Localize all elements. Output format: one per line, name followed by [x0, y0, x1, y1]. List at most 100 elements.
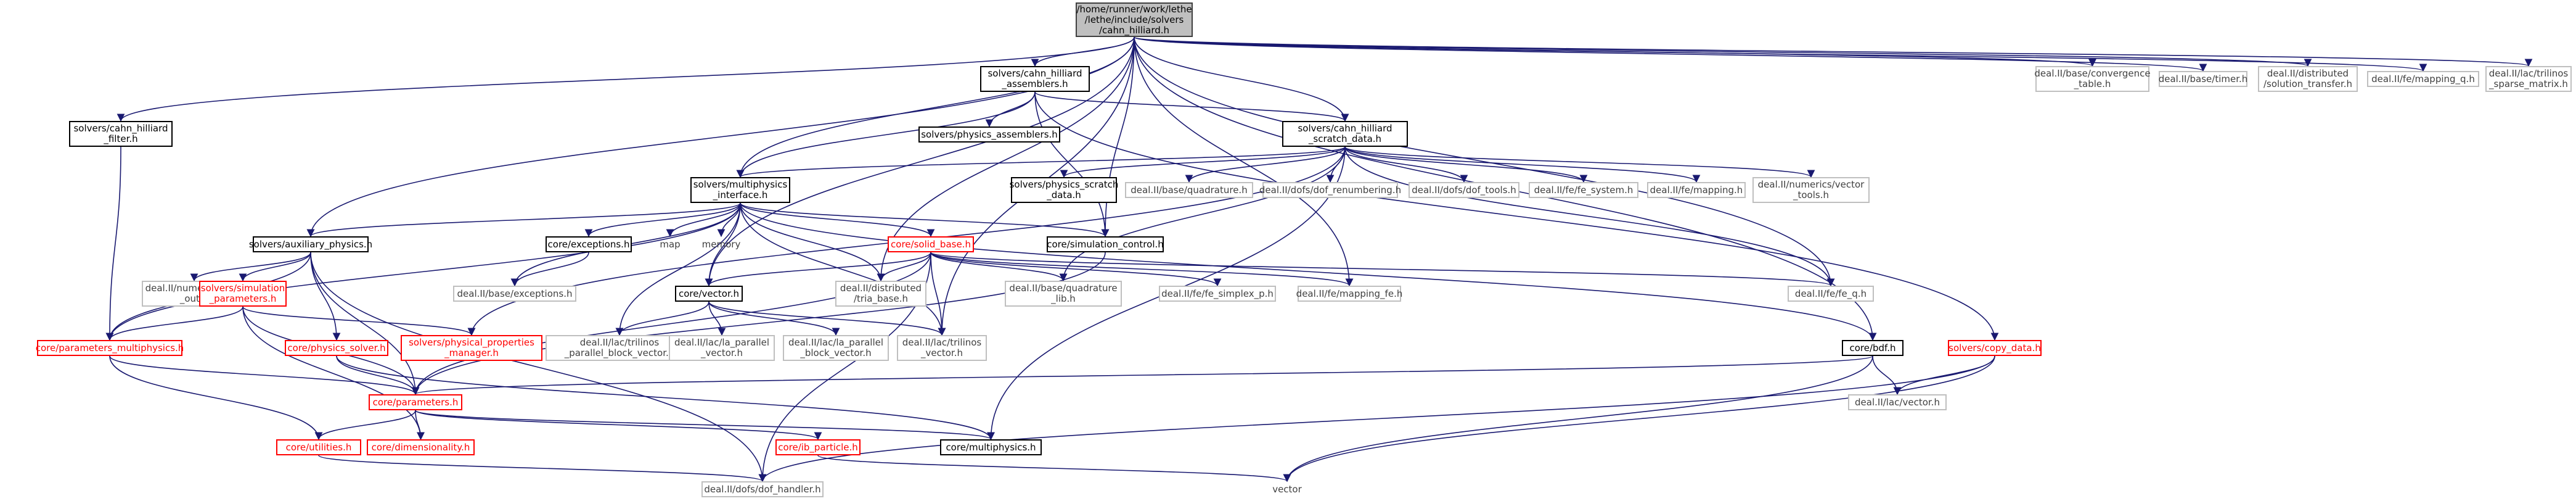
node-copy-data[interactable]: solvers/copy_data.h	[1948, 340, 2042, 356]
node-base-exceptions: deal.II/base/exceptions.h	[453, 286, 576, 302]
edge-solid_base-to-fe_q	[930, 252, 1834, 287]
edge-parameters-to-utilities	[314, 410, 416, 441]
node-vector-tools: deal.II/numerics/vector _tools.h	[1752, 177, 1870, 203]
node-ib-particle[interactable]: core/ib_particle.h	[775, 439, 861, 455]
node-core-multiphysics[interactable]: core/multiphysics.h	[940, 439, 1042, 455]
edge-ch_assemblers-to-copy_data	[1034, 91, 1999, 341]
edge-ch_scratch-to-physics_scratch	[1060, 146, 1346, 178]
node-lac-vector: deal.II/lac/vector.h	[1848, 394, 1947, 410]
edge-physics_solver-to-multiphysics	[336, 355, 995, 441]
node-multiphysics-interface[interactable]: solvers/multiphysics _interface.h	[690, 177, 790, 203]
node-core-bdf[interactable]: core/bdf.h	[1842, 340, 1903, 356]
edge-ch_scratch-to-vector_tools	[1344, 146, 1815, 178]
edge-bdf-to-vector	[1283, 355, 1873, 482]
node-vector: vector	[1272, 483, 1302, 495]
node-core-vector[interactable]: core/vector.h	[675, 286, 743, 302]
node-la-parallel-block-vector: deal.II/lac/la_parallel _block_vector.h	[783, 335, 889, 361]
edge-root-to-ch_assemblers	[1031, 36, 1135, 67]
node-mapping-q: deal.II/fe/mapping_q.h	[2367, 71, 2479, 87]
edge-multiphysics_interface-to-tria_base	[740, 202, 885, 282]
edge-root-to-core_vector	[705, 36, 1135, 287]
node-base-quadrature: deal.II/base/quadrature.h	[1125, 182, 1253, 198]
edge-root-to-tria_base	[877, 36, 1135, 282]
node-la-parallel-vector: deal.II/lac/la_parallel _vector.h	[669, 335, 775, 361]
node-dof-renumbering: deal.II/dofs/dof_renumbering.h	[1259, 182, 1401, 198]
edge-core_vector-to-la_parallel_block_vector	[708, 301, 840, 336]
edge-solid_base-to-mapping_fe	[930, 252, 1354, 287]
node-core-dimensionality[interactable]: core/dimensionality.h	[367, 439, 475, 455]
node-auxiliary-physics[interactable]: solvers/auxiliary_physics.h	[249, 236, 372, 252]
node-simulation-parameters[interactable]: solvers/simulation _parameters.h	[199, 281, 287, 307]
node-core-exceptions[interactable]: core/exceptions.h	[546, 236, 632, 252]
edge-multiphysics_interface-to-auxiliary_physics	[306, 202, 741, 238]
edge-auxiliary_physics-to-parameters	[310, 252, 420, 395]
edge-root-to-mapping_q	[1134, 36, 2427, 72]
edge-core_vector-to-trilinos_vector	[708, 301, 946, 336]
edge-ch_filter-to-parameters_multiphysics	[105, 146, 121, 341]
edge-parameters_multiphysics-to-utilities	[109, 355, 323, 441]
edge-root-to-simulation_control	[1101, 36, 1135, 238]
node-fe-simplex-p: deal.II/fe/fe_simplex_p.h	[1159, 286, 1276, 302]
edge-multiphysics_interface-to-map	[666, 202, 741, 238]
edge-ch_scratch-to-fe_q	[1344, 146, 1835, 287]
node-solid-base[interactable]: core/solid_base.h	[888, 236, 974, 252]
edge-simulation_parameters-to-physical_properties_manager	[242, 306, 476, 336]
edge-parameters_multiphysics-to-parameters	[109, 355, 420, 395]
edge-bdf-to-parameters	[412, 355, 1873, 395]
edge-ib_particle-to-vector	[817, 455, 1291, 482]
node-memory: memory	[701, 238, 741, 250]
edge-root-to-timer	[1134, 36, 2207, 72]
edge-parameters-to-ib_particle	[415, 410, 822, 441]
node-timer: deal.II/base/timer.h	[2159, 71, 2247, 87]
node-cahn-hilliard-filter[interactable]: solvers/cahn_hilliard _filter.h	[69, 121, 173, 147]
edge-auxiliary_physics-to-simulation_parameters	[239, 252, 311, 282]
node-simulation-control[interactable]: core/simulation_control.h	[1047, 236, 1164, 252]
edge-ch_assemblers-to-simulation_control	[1034, 91, 1110, 238]
node-cahn-hilliard-scratch-data[interactable]: solvers/cahn_hilliard _scratch_data.h	[1282, 121, 1408, 147]
edge-ch_scratch-to-mapping	[1344, 146, 1701, 183]
edge-copy_data-to-dof_handler	[758, 355, 1995, 482]
node-physics-scratch-data[interactable]: solvers/physics_scratch _data.h	[1010, 177, 1118, 203]
edge-ch_scratch-to-multiphysics_interface	[737, 146, 1346, 178]
edge-exceptions-to-base_exceptions	[510, 252, 589, 287]
edge-simulation_control-to-parameters	[411, 252, 1106, 395]
edge-ch_assemblers-to-ch_scratch	[1034, 91, 1349, 122]
edge-parameters-to-dimensionality	[415, 410, 425, 441]
edge-solid_base-to-core_vector	[705, 252, 931, 287]
edge-ch_scratch-to-quadrature_lib	[1059, 146, 1346, 282]
edge-core_vector-to-la_parallel_vector	[708, 301, 726, 336]
edge-multiphysics_interface-to-parallel_block_vector	[615, 202, 741, 336]
node-dof-tools: deal.II/dofs/dof_tools.h	[1409, 182, 1519, 198]
node-core-utilities[interactable]: core/utilities.h	[276, 439, 361, 455]
node-physics-solver[interactable]: core/physics_solver.h	[285, 340, 388, 356]
node-parameters-multiphysics[interactable]: core/parameters_multiphysics.h	[36, 340, 184, 356]
edge-simulation_parameters-to-dimensionality	[242, 306, 425, 441]
edge-ch_assemblers-to-physics_assemblers	[985, 91, 1036, 128]
node-fe-mapping: deal.II/fe/mapping.h	[1647, 182, 1746, 198]
node-trilinos-sparse-matrix: deal.II/lac/trilinos _sparse_matrix.h	[2485, 66, 2572, 92]
edge-solid_base-to-trilinos_vector	[930, 252, 946, 336]
edge-root-to-sparse_matrix	[1134, 36, 2532, 67]
edge-copy_data-to-vector	[1283, 355, 1995, 482]
edge-auxiliary_physics-to-data_out	[190, 252, 311, 282]
node-mapping-fe: deal.II/fe/mapping_fe.h	[1296, 286, 1402, 302]
node-fe-q: deal.II/fe/fe_q.h	[1788, 286, 1874, 302]
edge-multiphysics_interface-to-parameters_multiphysics	[105, 202, 741, 341]
node-cahn-hilliard-assemblers[interactable]: solvers/cahn_hilliard _assemblers.h	[980, 66, 1090, 92]
edge-ch_scratch-to-quadrature	[1185, 146, 1346, 183]
edge-multiphysics_interface-to-trilinos_vector	[740, 202, 946, 336]
edge-ch_assemblers-to-multiphysics_interface	[736, 91, 1036, 178]
edge-ch_scratch-to-dof_tools	[1344, 146, 1468, 183]
node-quadrature-lib: deal.II/base/quadrature _lib.h	[1005, 281, 1122, 307]
edge-bdf-to-lac_vector	[1872, 355, 1902, 395]
edge-auxiliary_physics-to-physics_solver	[310, 252, 341, 341]
node-physical-properties-manager[interactable]: solvers/physical_properties _manager.h	[401, 335, 542, 361]
edge-parameters-to-multiphysics	[415, 410, 995, 441]
node-core-parameters[interactable]: core/parameters.h	[369, 394, 462, 410]
edge-root-to-mapping_fe	[1134, 36, 1354, 287]
edge-ch_scratch-to-fe_system	[1344, 146, 1588, 183]
node-dof-handler: deal.II/dofs/dof_handler.h	[701, 481, 824, 497]
edge-solid_base-to-fe_simplex_p	[930, 252, 1222, 287]
node-physics-assemblers[interactable]: solvers/physics_assemblers.h	[918, 126, 1060, 143]
